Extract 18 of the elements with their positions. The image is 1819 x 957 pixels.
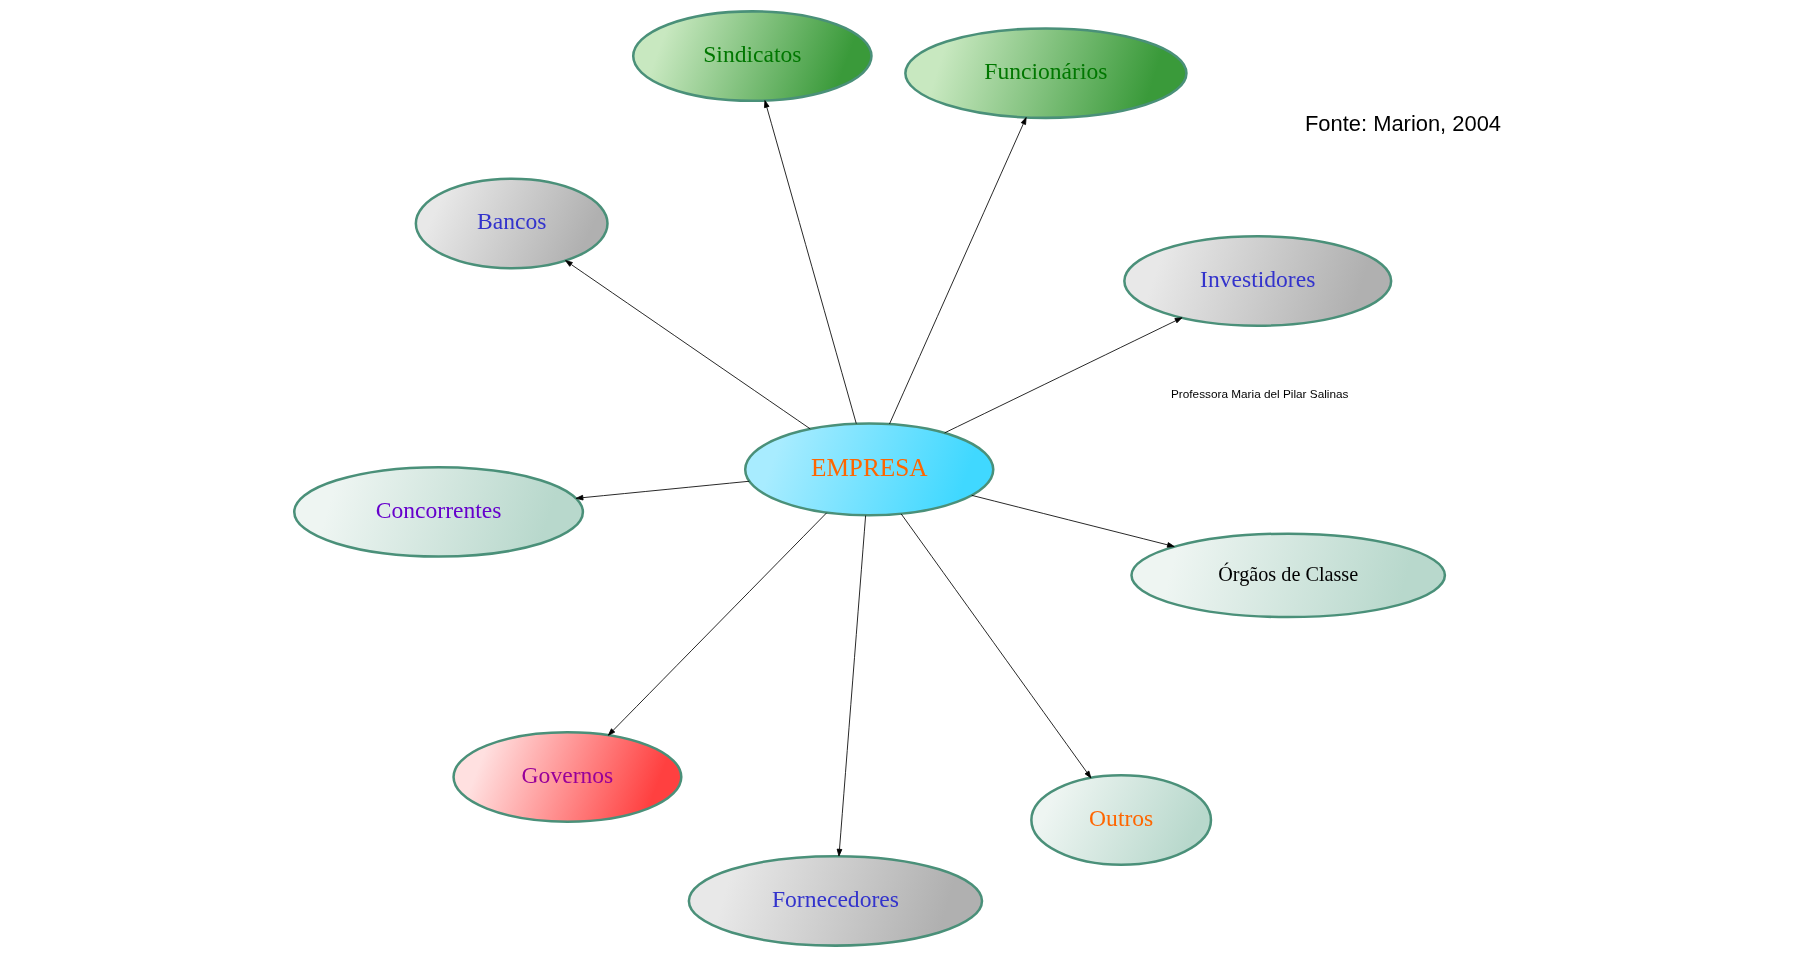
node-ellipse: Sindicatos — [631, 10, 873, 103]
arrow — [575, 480, 750, 501]
node-ellipse: Órgãos de Classe — [1129, 532, 1446, 619]
node-ellipse: Funcionários — [903, 27, 1188, 120]
node-ellipse: EMPRESA — [743, 422, 995, 517]
arrow — [888, 117, 1027, 425]
arrow — [564, 260, 811, 430]
arrow — [763, 100, 857, 425]
arrow — [900, 513, 1091, 779]
arrow — [607, 512, 827, 736]
node-ellipse: Fornecedores — [687, 854, 983, 947]
arrow — [943, 317, 1182, 434]
node-ellipse: Governos — [451, 731, 683, 823]
arrow — [836, 515, 866, 857]
node-ellipse: Outros — [1029, 774, 1212, 867]
label: Professora Maria del Pilar Salinas — [1170, 386, 1348, 400]
arrow — [970, 494, 1175, 548]
label: Fonte: Marion, 2004 — [1304, 111, 1501, 137]
